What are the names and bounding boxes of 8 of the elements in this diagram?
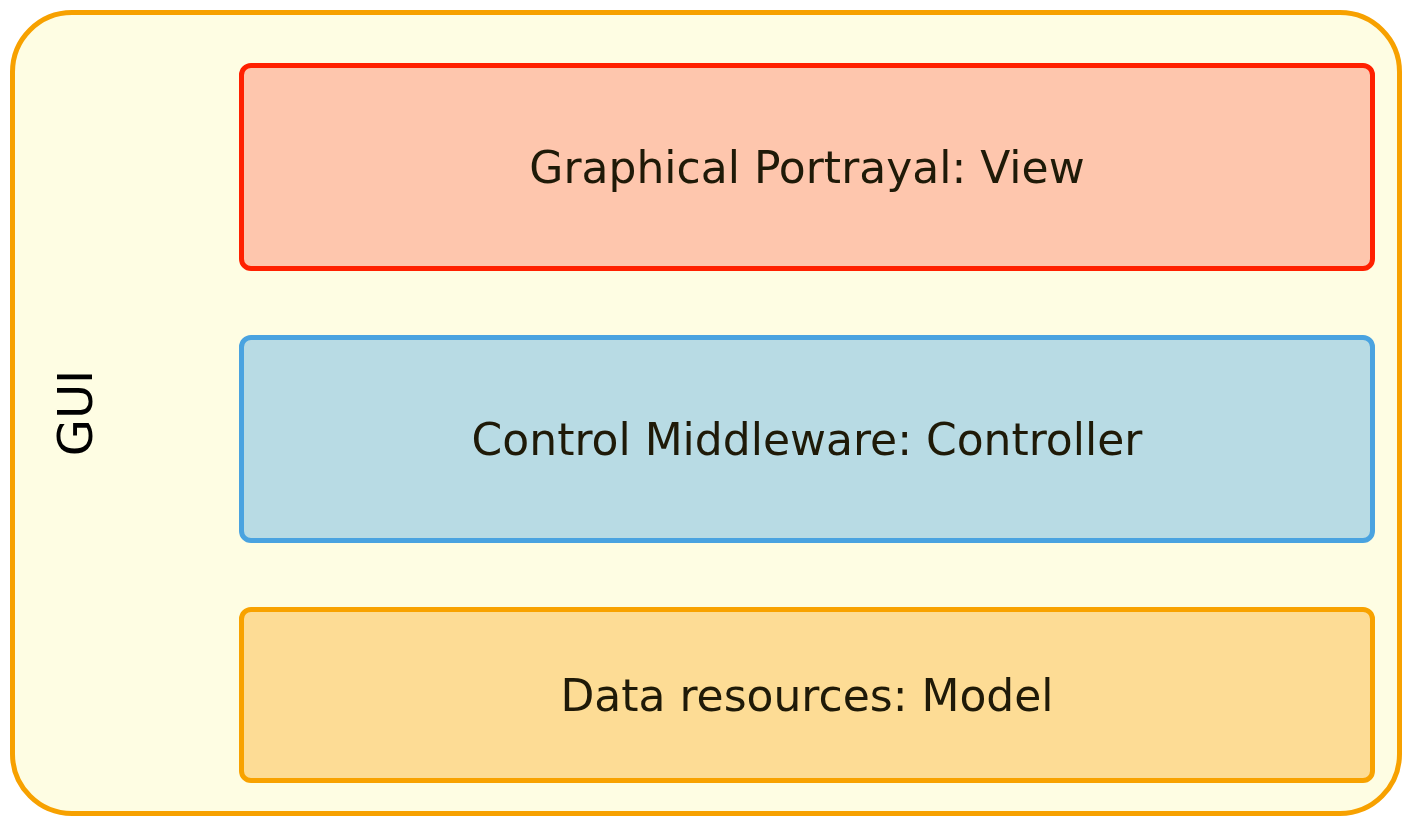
layer-box bbox=[239, 607, 1375, 783]
layer-label: Control Middleware: Controller bbox=[471, 413, 1143, 465]
layer-box bbox=[239, 63, 1375, 271]
layer-label: Graphical Portrayal: View bbox=[529, 141, 1085, 193]
layer-box bbox=[239, 335, 1375, 543]
container-panel bbox=[10, 10, 1402, 816]
layer-label: Data resources: Model bbox=[560, 669, 1054, 721]
panel-label: GUI bbox=[47, 369, 103, 457]
